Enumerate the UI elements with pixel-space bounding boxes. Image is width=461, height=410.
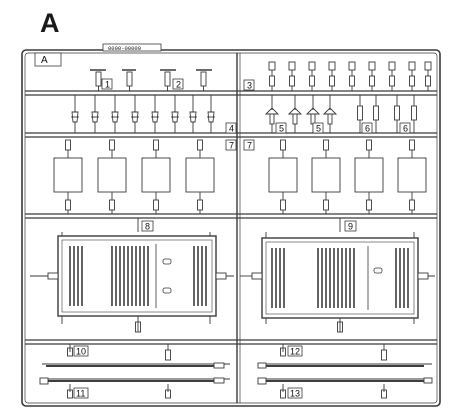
part-9-grille-frame — [240, 218, 435, 333]
part-6a-label: 6 — [365, 124, 370, 134]
part-8-grille-frame — [30, 218, 234, 333]
row5-left-rods — [39, 344, 230, 399]
horizontal-runners — [25, 90, 437, 345]
row1-right-parts — [268, 61, 432, 91]
part-1-tag — [101, 78, 113, 90]
part-2-label: 2 — [176, 80, 181, 90]
sheet-letter: A — [40, 8, 60, 38]
part-7a-label: 7 — [229, 141, 234, 151]
part-9-details — [367, 246, 383, 310]
outer-frame — [21, 49, 441, 407]
part-7a-tag — [225, 139, 237, 151]
row2-right-parts — [264, 95, 417, 133]
row2-left-parts — [71, 95, 215, 133]
part-8-slats-right — [193, 246, 207, 306]
part-5a-label: 5 — [279, 124, 284, 134]
part-1-label: 1 — [105, 80, 110, 90]
part-5b-tag — [312, 122, 324, 134]
part-5a-tag — [275, 122, 287, 134]
part-11-label: 11 — [76, 389, 85, 399]
part-6b-label: 6 — [403, 124, 408, 134]
part-3-label: 3 — [247, 81, 252, 91]
part-9-slats-left — [271, 248, 285, 308]
part-9-slats-center — [317, 248, 355, 308]
part-3-tag — [243, 79, 255, 91]
part-8-slats-center — [111, 246, 149, 306]
part-9-label: 9 — [348, 222, 353, 232]
part-12-tag — [287, 345, 303, 357]
part-4-tag — [225, 122, 237, 134]
part-13-label: 13 — [290, 389, 300, 399]
outer-frame-inner — [24, 52, 438, 404]
row3-right-panels — [268, 139, 427, 214]
code-plate — [102, 43, 162, 52]
part-9-tag — [344, 220, 357, 232]
code-plate-text: 0000-00000 — [108, 45, 141, 52]
part-7b-tag — [243, 139, 255, 151]
row3-left-panels — [53, 139, 215, 214]
part-6b-tag — [399, 122, 411, 134]
part-8-label: 8 — [145, 222, 150, 232]
corner-label-box — [34, 52, 62, 67]
corner-label: A — [41, 55, 48, 66]
part-10-tag — [73, 345, 89, 357]
part-6a-tag — [361, 122, 373, 134]
part-8-details — [155, 244, 172, 308]
part-9-slats-right — [395, 248, 409, 308]
row1-left-parts — [90, 69, 212, 91]
part-8-tag — [141, 220, 154, 232]
part-13-tag — [287, 387, 303, 399]
part-11-tag — [73, 387, 89, 399]
row5-right-rods — [257, 344, 433, 399]
part-5b-label: 5 — [316, 124, 321, 134]
part-8-slats-left — [69, 246, 83, 306]
part-4-label: 4 — [229, 124, 234, 134]
part-7b-label: 7 — [247, 141, 252, 151]
part-12-label: 12 — [290, 347, 300, 357]
part-2-tag — [172, 78, 184, 90]
part-10-label: 10 — [76, 347, 86, 357]
